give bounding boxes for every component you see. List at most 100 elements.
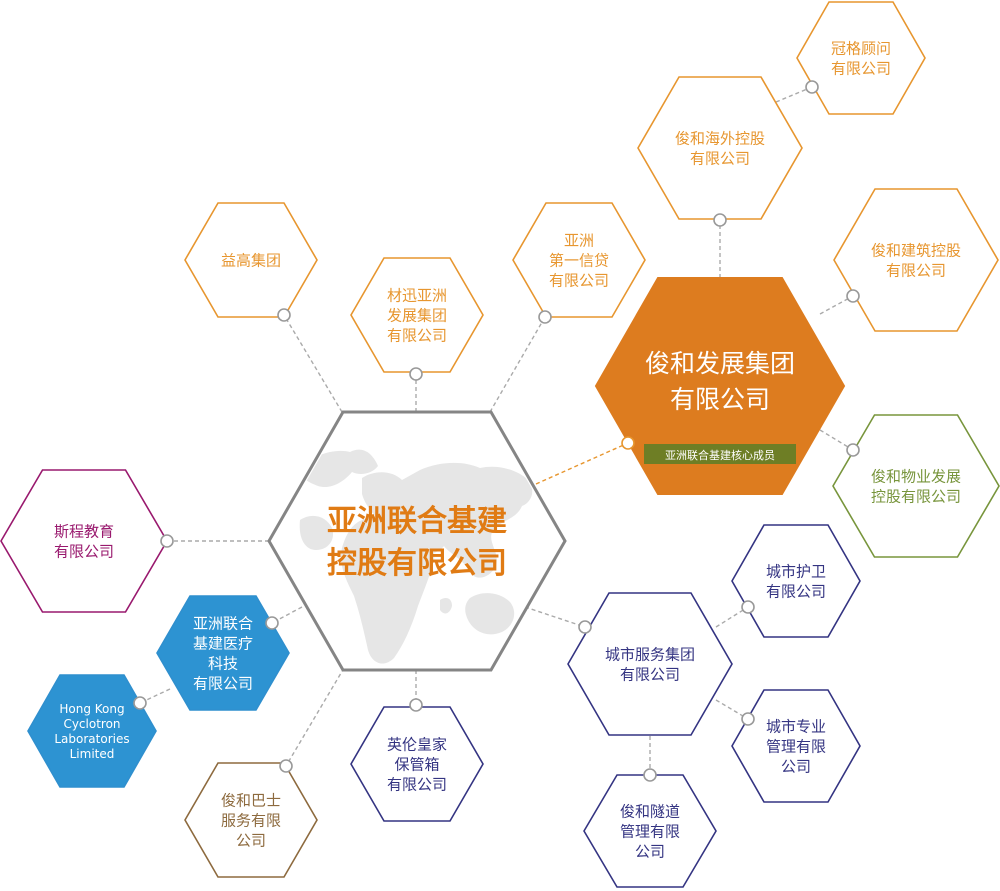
map-continent-5 bbox=[440, 598, 452, 614]
core-hexagon-shape bbox=[594, 277, 846, 495]
company-name-line-zhuanye: 管理有限 bbox=[766, 737, 826, 755]
connector-line-13 bbox=[524, 606, 586, 628]
hexagon-shape-caixun bbox=[350, 257, 484, 373]
map-continent-2 bbox=[340, 515, 435, 664]
hexagon-shape-sicheng bbox=[0, 469, 168, 613]
connector-dot-7 bbox=[846, 443, 860, 457]
company-name-line-jianzhu: 有限公司 bbox=[886, 261, 946, 279]
company-name-line-cyclotron: Cyclotron bbox=[63, 717, 120, 731]
connector-line-11 bbox=[285, 667, 345, 767]
map-continent-3 bbox=[465, 593, 515, 635]
company-name-line-yiliao: 有限公司 bbox=[193, 674, 253, 692]
company-name-line-suidao: 公司 bbox=[635, 842, 665, 860]
hexagon-shape-guange bbox=[796, 1, 926, 115]
connector-dot-0 bbox=[277, 308, 291, 322]
connector-line-2 bbox=[489, 316, 546, 413]
company-name-line-haiwai: 俊和海外控股 bbox=[675, 129, 765, 147]
hexagon-shape-cyclotron bbox=[27, 674, 157, 788]
company-name-line-chengshi: 有限公司 bbox=[620, 665, 680, 683]
company-name-line-caixun: 发展集团 bbox=[387, 306, 447, 324]
connector-dot-8 bbox=[160, 534, 174, 548]
connector-dot-2 bbox=[538, 310, 552, 324]
connector-dot-9 bbox=[265, 616, 279, 630]
connector-dot-10 bbox=[133, 696, 147, 710]
company-name-line-haiwai: 有限公司 bbox=[690, 149, 750, 167]
connector-dot-13 bbox=[578, 620, 592, 634]
connector-dot-15 bbox=[741, 712, 755, 726]
center-company-name-line: 亚洲联合基建 bbox=[327, 504, 507, 539]
hexagon-shape-baoguanxiang bbox=[350, 706, 484, 822]
company-name-line-caixun: 材迅亚洲 bbox=[387, 286, 447, 304]
hexagon-shape-zhuanye bbox=[731, 689, 861, 803]
connector-dot-1 bbox=[409, 367, 423, 381]
company-name-line-suidao: 管理有限 bbox=[620, 822, 680, 840]
company-name-line-diyi: 亚洲 bbox=[564, 231, 594, 249]
connector-dot-3 bbox=[621, 436, 635, 450]
company-name-line-yigao: 益高集团 bbox=[221, 251, 281, 269]
company-name-line-yiliao: 亚洲联合 bbox=[193, 614, 253, 632]
core-member-tag-bg bbox=[644, 444, 796, 464]
company-hexagon-yigao[interactable]: 益高集团 bbox=[184, 202, 318, 318]
connector-dot-11 bbox=[279, 759, 293, 773]
connector-dot-4 bbox=[713, 213, 727, 227]
company-name-line-sicheng: 有限公司 bbox=[54, 542, 114, 560]
hexagon-shape-yiliao bbox=[156, 595, 290, 711]
company-name-line-baoguanxiang: 英伦皇家 bbox=[387, 735, 447, 753]
company-name-line-huwei: 城市护卫 bbox=[766, 562, 826, 580]
hexagon-shape-wuye bbox=[832, 414, 1000, 558]
company-name-line-cyclotron: Hong Kong bbox=[59, 702, 124, 716]
connector-line-0 bbox=[283, 314, 343, 413]
company-name-line-caixun: 有限公司 bbox=[387, 326, 447, 344]
map-continent-4 bbox=[299, 515, 334, 550]
hexagon-shape-bashi bbox=[184, 762, 318, 878]
connector-dot-16 bbox=[643, 768, 657, 782]
connector-dot-6 bbox=[846, 289, 860, 303]
map-continent-1 bbox=[362, 462, 533, 578]
company-name-line-suidao: 俊和隧道 bbox=[620, 802, 680, 820]
world-map-graphic bbox=[299, 449, 533, 664]
company-name-line-yiliao: 科技 bbox=[208, 654, 238, 672]
company-name-line-yiliao: 基建医疗 bbox=[193, 634, 253, 652]
company-name-line-baoguanxiang: 有限公司 bbox=[387, 775, 447, 793]
company-name-line-zhuanye: 公司 bbox=[781, 757, 811, 775]
hexagon-shape-jianzhu bbox=[833, 188, 999, 332]
hexagon-shape-chengshi bbox=[567, 592, 733, 736]
hexagon-shape-haiwai bbox=[637, 76, 803, 220]
company-name-line-cyclotron: Limited bbox=[70, 747, 115, 761]
core-member-tag: 亚洲联合基建核心成员 bbox=[665, 448, 775, 462]
connector-dot-14 bbox=[741, 600, 755, 614]
connector-line-3 bbox=[535, 442, 629, 485]
company-name-line-bashi: 服务有限 bbox=[221, 811, 281, 829]
company-name-line-diyi: 第一信贷 bbox=[549, 251, 609, 269]
company-name-line-wuye: 俊和物业发展 bbox=[871, 467, 961, 485]
connector-line-10 bbox=[139, 688, 171, 704]
hexagon-shape-huwei bbox=[731, 524, 861, 638]
connector-dot-5 bbox=[805, 80, 819, 94]
company-name-line-chengshi: 城市服务集团 bbox=[605, 645, 695, 663]
core-company-name-line: 俊和发展集团 bbox=[645, 349, 795, 378]
company-name-line-huwei: 有限公司 bbox=[766, 582, 826, 600]
company-name-line-baoguanxiang: 保管箱 bbox=[394, 755, 439, 773]
map-continent-0 bbox=[300, 449, 378, 488]
connector-dot-12 bbox=[409, 698, 423, 712]
company-name-line-jianzhu: 俊和建筑控股 bbox=[871, 241, 961, 259]
